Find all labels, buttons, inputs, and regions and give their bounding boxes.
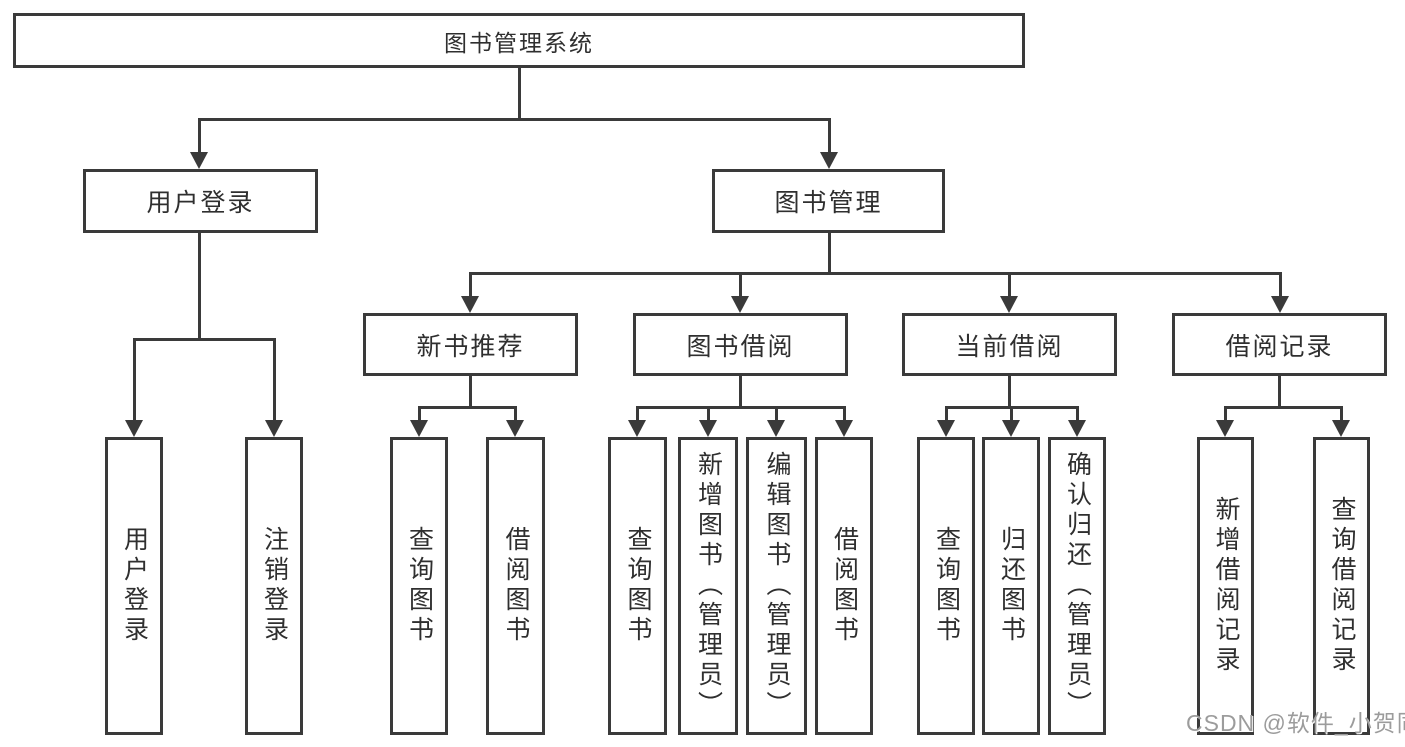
leaf-query-books-borrowing-label: 查询图书 (624, 526, 652, 646)
connector-line (739, 272, 742, 298)
leaf-confirm-return-admin: 确认归还（管理员） (1048, 437, 1106, 735)
leaf-logout-label: 注销登录 (260, 526, 289, 646)
node-borrow-records-label: 借阅记录 (1225, 332, 1334, 361)
connector-line (198, 118, 831, 121)
connector-line (469, 272, 472, 298)
connector-line (469, 376, 472, 406)
node-book-borrowing-label: 图书借阅 (686, 332, 795, 361)
leaf-user-login: 用户登录 (105, 437, 163, 735)
leaf-user-login-label: 用户登录 (120, 526, 149, 646)
leaf-query-books-current-label: 查询图书 (932, 526, 961, 646)
node-user-login-label: 用户登录 (146, 189, 255, 217)
arrow-down-icon (820, 152, 838, 169)
arrow-down-icon (461, 296, 479, 313)
node-borrow-records: 借阅记录 (1172, 313, 1387, 376)
leaf-query-books-recommend: 查询图书 (390, 437, 448, 735)
connector-line (828, 233, 831, 272)
arrow-down-icon (767, 420, 785, 437)
connector-line (518, 68, 521, 118)
node-book-management: 图书管理 (712, 169, 945, 233)
connector-line (1008, 376, 1011, 406)
connector-line (1340, 406, 1343, 422)
connector-line (1076, 406, 1079, 422)
connector-line (469, 272, 1282, 275)
connector-line (418, 406, 517, 409)
node-new-book-recommend-label: 新书推荐 (416, 332, 525, 361)
connector-line (775, 406, 778, 422)
connector-line (828, 118, 831, 154)
arrow-down-icon (1068, 420, 1086, 437)
connector-line (418, 406, 421, 422)
connector-line (514, 406, 517, 422)
arrow-down-icon (1002, 420, 1020, 437)
leaf-logout: 注销登录 (245, 437, 303, 735)
connector-line (707, 406, 710, 422)
leaf-query-borrow-record-label: 查询借阅记录 (1328, 496, 1356, 676)
leaf-edit-book-admin: 编辑图书（管理员） (746, 437, 807, 735)
arrow-down-icon (835, 420, 853, 437)
connector-line (636, 406, 639, 422)
leaf-query-books-borrowing: 查询图书 (608, 437, 667, 735)
connector-line (1010, 406, 1013, 422)
connector-line (843, 406, 846, 422)
connector-line (1224, 406, 1227, 422)
arrow-down-icon (699, 420, 717, 437)
connector-line (1279, 272, 1282, 298)
connector-line (133, 338, 136, 421)
node-current-borrowing-label: 当前借阅 (955, 332, 1064, 361)
leaf-query-books-current: 查询图书 (917, 437, 975, 735)
arrow-down-icon (731, 296, 749, 313)
connector-line (1224, 406, 1343, 409)
arrow-down-icon (1271, 296, 1289, 313)
node-book-borrowing: 图书借阅 (633, 313, 848, 376)
node-new-book-recommend: 新书推荐 (363, 313, 578, 376)
arrow-down-icon (410, 420, 428, 437)
arrow-down-icon (125, 420, 143, 437)
arrow-down-icon (1000, 296, 1018, 313)
leaf-add-borrow-record-label: 新增借阅记录 (1212, 496, 1240, 676)
leaf-borrow-books-recommend-label: 借阅图书 (502, 526, 530, 646)
connector-line (1008, 272, 1011, 298)
node-root: 图书管理系统 (13, 13, 1025, 68)
arrow-down-icon (265, 420, 283, 437)
connector-line (636, 406, 846, 409)
leaf-return-book: 归还图书 (982, 437, 1040, 735)
connector-line (198, 233, 201, 338)
arrow-down-icon (506, 420, 524, 437)
connector-line (198, 118, 201, 154)
connector-line (273, 338, 276, 421)
node-book-management-label: 图书管理 (774, 189, 883, 217)
leaf-add-book-admin: 新增图书（管理员） (678, 437, 738, 735)
connector-line (1278, 376, 1281, 406)
leaf-borrow-books-borrowing-label: 借阅图书 (830, 526, 859, 646)
node-current-borrowing: 当前借阅 (902, 313, 1117, 376)
leaf-edit-book-admin-label: 编辑图书（管理员） (763, 451, 791, 721)
arrow-down-icon (937, 420, 955, 437)
connector-line (945, 406, 948, 422)
leaf-add-borrow-record: 新增借阅记录 (1197, 437, 1254, 735)
connector-line (133, 338, 276, 341)
leaf-return-book-label: 归还图书 (997, 526, 1026, 646)
arrow-down-icon (190, 152, 208, 169)
connector-line (739, 376, 742, 406)
leaf-query-books-recommend-label: 查询图书 (405, 526, 434, 646)
arrow-down-icon (628, 420, 646, 437)
leaf-add-book-admin-label: 新增图书（管理员） (694, 451, 723, 721)
leaf-borrow-books-recommend: 借阅图书 (486, 437, 545, 735)
leaf-confirm-return-admin-label: 确认归还（管理员） (1063, 451, 1092, 721)
node-root-label: 图书管理系统 (444, 29, 594, 56)
watermark-text: CSDN @软件_小贺同学 (1186, 710, 1405, 736)
leaf-borrow-books-borrowing: 借阅图书 (815, 437, 873, 735)
arrow-down-icon (1216, 420, 1234, 437)
arrow-down-icon (1332, 420, 1350, 437)
leaf-query-borrow-record: 查询借阅记录 (1313, 437, 1370, 735)
node-user-login: 用户登录 (83, 169, 318, 233)
